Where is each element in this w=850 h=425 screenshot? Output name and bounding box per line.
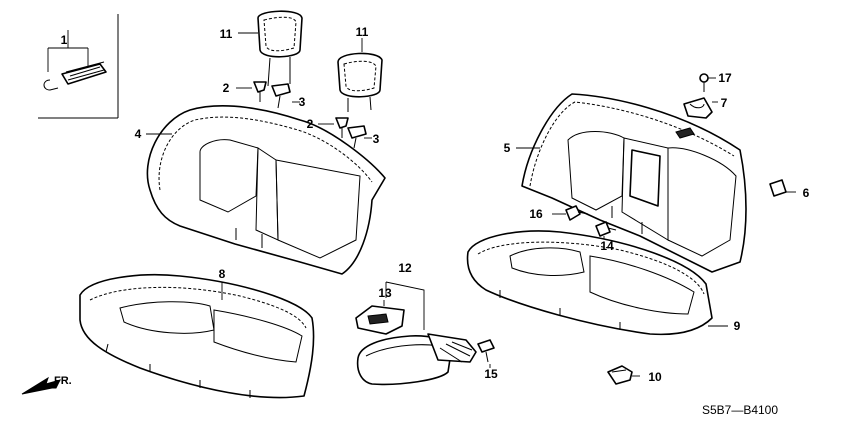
- callout-10: 10: [648, 370, 662, 384]
- part-6-clip: [769, 179, 796, 197]
- callout-17: 17: [718, 71, 732, 85]
- hook-clip-icon: [43, 79, 59, 91]
- callout-3: 3: [373, 132, 380, 146]
- part-3-guide-left: [271, 83, 300, 109]
- part-2-guide-left: [236, 81, 267, 102]
- callout-3: 3: [299, 95, 306, 109]
- callout-13: 13: [378, 286, 392, 300]
- direction-label: FR.: [54, 375, 72, 387]
- arrow-icon: [21, 376, 61, 395]
- part-7-lock: [683, 97, 718, 119]
- part-10-clip: [607, 365, 640, 385]
- callout-15: 15: [484, 367, 498, 381]
- front-direction-arrow: FR.: [21, 375, 72, 395]
- callout-12: 12: [398, 261, 412, 275]
- callout-7: 7: [721, 96, 728, 110]
- part-13-cup-holder: [355, 300, 405, 335]
- part-3-guide-right: [347, 125, 372, 149]
- part-12-armrest: [356, 281, 477, 386]
- callout-5: 5: [504, 141, 511, 155]
- part-2-guide-right: [318, 117, 349, 138]
- part-8-seat-cushion-cover: [79, 274, 315, 399]
- part-16-bolt: [552, 205, 589, 221]
- callout-16: 16: [529, 207, 543, 221]
- callout-4: 4: [135, 127, 142, 141]
- part-14-bolt: [595, 221, 617, 242]
- callout-11: 11: [220, 27, 233, 41]
- callout-8: 8: [219, 267, 226, 281]
- callout-14: 14: [600, 239, 614, 253]
- part-11-headrest-right: [337, 38, 383, 112]
- part-4-seat-back-cover: [146, 105, 386, 275]
- part-5-seat-back-frame: [516, 93, 747, 273]
- part-9-seat-cushion: [466, 230, 728, 336]
- callout-2: 2: [307, 117, 314, 131]
- callout-9: 9: [734, 319, 741, 333]
- callout-11: 11: [356, 25, 369, 39]
- callout-6: 6: [803, 186, 810, 200]
- callout-2: 2: [223, 81, 230, 95]
- diagram-code: S5B7—B4100: [702, 403, 778, 417]
- part-15-bolt: [477, 339, 495, 368]
- part-17-screw: [699, 73, 716, 92]
- part-1-clip-kit: [38, 14, 119, 119]
- callout-1: 1: [61, 33, 68, 47]
- part-11-headrest-left: [238, 10, 303, 87]
